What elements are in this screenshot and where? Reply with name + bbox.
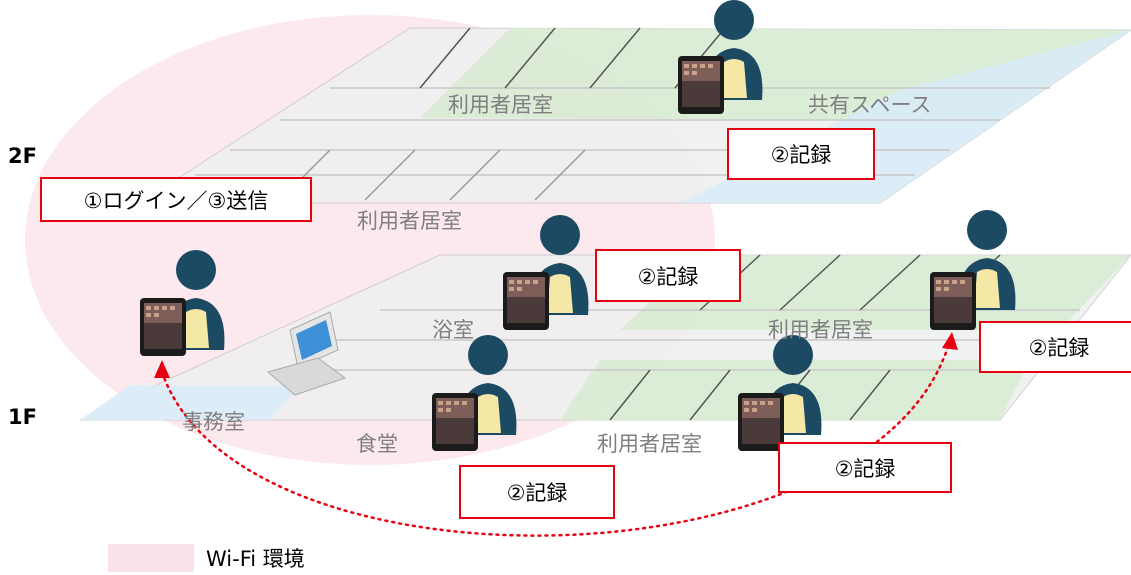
- sync-arrow: [154, 332, 958, 537]
- staff-2f-icon: [678, 0, 763, 114]
- room-label-office: 事務室: [182, 410, 245, 434]
- callout-record-dining: ②記録: [459, 465, 615, 519]
- desktop-computer-icon: [266, 311, 347, 396]
- room-1f-office: [80, 385, 300, 420]
- room-label-bath: 浴室: [432, 318, 474, 342]
- callout-record-2f: ②記録: [727, 128, 875, 180]
- floor-1f-label: 1F: [8, 405, 37, 429]
- room-label-dining: 食堂: [356, 432, 398, 456]
- callout-record-bath: ②記録: [595, 249, 741, 302]
- legend-wifi-label: Wi-Fi 環境: [206, 547, 305, 571]
- room-label-shared-space: 共有スペース: [808, 93, 932, 117]
- room-label-1f-resident-right: 利用者居室: [768, 318, 873, 342]
- callout-record-right: ②記録: [979, 321, 1131, 373]
- floor-2f-label: 2F: [8, 144, 37, 168]
- callout-login-send: ①ログイン／③送信: [40, 177, 312, 222]
- room-label-1f-resident-front: 利用者居室: [597, 432, 702, 456]
- legend-wifi-swatch: [108, 544, 194, 572]
- callout-record-front: ②記録: [778, 442, 952, 493]
- room-label-2f-resident-b: 利用者居室: [357, 209, 462, 233]
- room-label-2f-resident-a: 利用者居室: [448, 93, 553, 117]
